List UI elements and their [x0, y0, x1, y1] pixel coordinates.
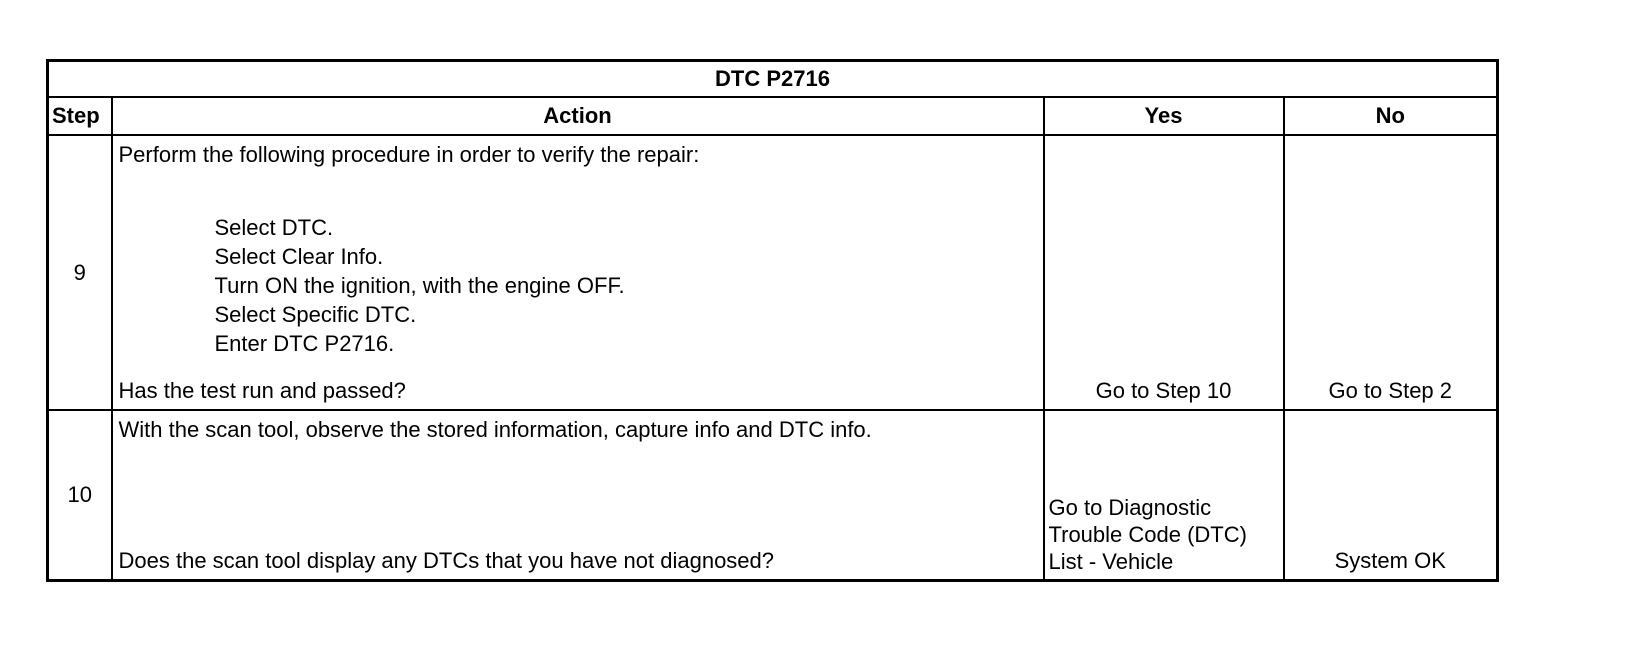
yes-result-line: Go to Diagnostic	[1048, 495, 1212, 520]
no-cell: System OK	[1282, 409, 1499, 582]
yes-result: Go to Step 10	[1095, 377, 1232, 403]
table-row: 9 Perform the following procedure in ord…	[46, 134, 1499, 411]
table-row: 10 With the scan tool, observe the store…	[46, 409, 1499, 582]
action-intro: Perform the following procedure in order…	[118, 142, 700, 167]
action-cell: With the scan tool, observe the stored i…	[110, 409, 1045, 582]
action-cell: Perform the following procedure in order…	[110, 134, 1045, 411]
action-question: Does the scan tool display any DTCs that…	[118, 547, 775, 573]
yes-result-line: Trouble Code (DTC)	[1048, 522, 1247, 547]
yes-result: Go to Diagnostic Trouble Code (DTC) List…	[1049, 494, 1247, 575]
yes-result-line: List - Vehicle	[1048, 549, 1174, 574]
header-row: Step Action Yes No	[46, 96, 1499, 136]
dtc-table: DTC P2716 Step Action Yes No 9 Perform t…	[46, 59, 1500, 582]
header-yes: Yes	[1042, 96, 1285, 136]
header-step: Step	[46, 96, 113, 136]
action-item: Select DTC.	[214, 215, 334, 240]
no-result: Go to Step 2	[1328, 377, 1453, 403]
action-question: Has the test run and passed?	[118, 377, 406, 403]
header-action: Action	[110, 96, 1045, 136]
header-no: No	[1282, 96, 1499, 136]
no-cell: Go to Step 2	[1282, 134, 1499, 411]
yes-cell: Go to Step 10	[1042, 134, 1285, 411]
action-intro: With the scan tool, observe the stored i…	[118, 417, 872, 442]
action-item: Enter DTC P2716.	[214, 331, 395, 356]
action-item: Turn ON the ignition, with the engine OF…	[214, 273, 625, 298]
step-number: 10	[46, 409, 113, 582]
table-title: DTC P2716	[46, 59, 1499, 98]
action-item: Select Clear Info.	[214, 244, 384, 269]
no-result: System OK	[1334, 547, 1446, 573]
action-item: Select Specific DTC.	[214, 302, 417, 327]
step-number: 9	[46, 134, 113, 411]
yes-cell: Go to Diagnostic Trouble Code (DTC) List…	[1042, 409, 1285, 582]
action-list: Select DTC. Select Clear Info. Turn ON t…	[215, 213, 625, 358]
